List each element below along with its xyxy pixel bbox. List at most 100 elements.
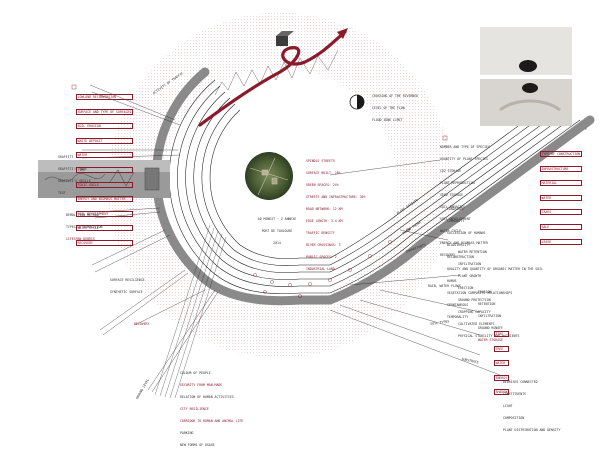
list-item: PARKING: [180, 431, 194, 435]
list-item: BIODIVERSITY: [447, 243, 471, 247]
note-item: PUBLIC SPACES: 2: [306, 255, 337, 259]
list-right-upper: NUMBER AND TYPE OF SPECIES QUANTITY OF P…: [440, 137, 490, 261]
list-item: COMPOSITION: [503, 416, 525, 420]
list-item: HUMUS: [447, 279, 457, 283]
note-item: RIVER CROSSINGS: 3: [306, 243, 341, 247]
list-right-far: TYPE OF CONSTRUCTION INFRASTRUCTURE MATE…: [540, 143, 582, 249]
list-item: INFRASTRUCTURE: [540, 165, 582, 172]
skyline-scribble: [214, 49, 339, 96]
graffiti-photo-marks: [44, 167, 160, 191]
list-item: WASTE DEPOSIT: [76, 137, 133, 144]
list-item: INFILTRATION: [458, 262, 482, 266]
rock-photo-2-rock: [522, 83, 538, 93]
list-item: RETENTION: [478, 302, 496, 306]
list-bottom-left: COLOUR OF PEOPLE SECURITY FROM MAN-MADE …: [180, 363, 243, 451]
building-cube: [276, 36, 288, 46]
list-item: GRAFFITI'S SKILLS: [58, 179, 91, 183]
list-item: SUCCESSION OF HUMANS: [447, 231, 486, 235]
list-item: GROUND RUNOFF: [478, 326, 503, 330]
rock-photo-1-rock: [519, 60, 537, 72]
note-item: TRAFFIC DENSITY: [306, 231, 335, 235]
list-item: SOIL EROSION: [76, 123, 133, 130]
list-item: NUMBER AND TYPE OF SPECIES: [440, 145, 490, 149]
list-item: COLOUR OF PEOPLE: [180, 371, 211, 375]
list-item: SURFACE AND TYPE OF SURFACES: [76, 108, 133, 115]
list-item: TAXES: [540, 209, 582, 216]
grey-arrow-head: [578, 116, 592, 130]
list-item: COMMUNITY: [447, 219, 465, 223]
list-item: CITY RESILIENCE: [180, 407, 209, 411]
list-item: TEMPORALITY: [447, 315, 469, 319]
center-notes: SPINDLE STREETS SURFACE BUILT: 28% GREEN…: [306, 151, 366, 275]
list-item: LANDSCAPE: [447, 207, 465, 211]
list-item: WATER: [494, 360, 509, 367]
center-title: AD MINEXT · Z ANNEXE PORT DE TOULOUSE 20…: [250, 209, 304, 249]
note-item: EDGE LENGTH: 3.4 KM: [306, 219, 343, 223]
list-item: LIGHT: [503, 404, 513, 408]
red-arrow-head: [337, 28, 348, 39]
list-left-mid: DEMOLITION METHOD TYPES OF DEMOLITION LI…: [66, 205, 102, 245]
converging-lines: [154, 224, 227, 399]
list-item: PLANT GROWTH: [458, 274, 482, 278]
list-item: GROUND PROTECTION: [458, 298, 491, 302]
list-item: LOWLAND RECONVERSION: [76, 94, 133, 100]
aerial-photo: [245, 152, 293, 200]
list-small-red: FIRE TREE WATER ENERGY SHADOW: [494, 323, 509, 400]
list-item: ENERGY: [494, 374, 509, 381]
list-item: TYPES OF DEMOLITION: [66, 225, 103, 229]
list-item: WATER RETENTION: [458, 250, 487, 254]
list-item: TREE: [494, 345, 509, 352]
list-item: SHADOW: [494, 389, 509, 396]
list-item: WATER: [76, 152, 133, 159]
list-item: INFILTRATION: [478, 314, 502, 318]
list-item: CROPPING CAPACITY: [458, 310, 491, 314]
list-item: RECOVERY: [76, 239, 133, 246]
list-item: GRAFFITI'S TAGS: [58, 167, 87, 171]
road-markers: [253, 228, 410, 298]
leader-lines: [81, 84, 501, 393]
note-item: INDUSTRIAL LAND: [306, 267, 335, 271]
list-item: WATER STORAGE: [478, 338, 503, 342]
list-item: TEXT: [58, 191, 66, 195]
diagram-canvas: [38, 12, 595, 399]
graffiti-photo-shade: [38, 160, 170, 172]
list-item: LIFESPAN DEBRIS: [66, 237, 95, 241]
list-right-mid: LANDSCAPE COMMUNITY SUCCESSION OF HUMANS…: [447, 199, 543, 323]
rock-photo-2-hand: [499, 99, 561, 112]
list-item: SOIL DEVELOPMENT: [440, 217, 471, 221]
list-item: DEMOLITION METHOD: [66, 213, 99, 217]
notes-top-right: CROSSING OF THE RIVERBED LEVEL OF THE FL…: [372, 86, 418, 126]
list-item: SECURITY FROM MAN-MADE: [180, 383, 223, 387]
list-item: SYNTHETIC SURFACE: [110, 290, 143, 294]
list-item: ENERGY AND BIOMASS MATTER: [76, 196, 133, 203]
note-item: ROAD NETWORK: 12 KM: [306, 207, 343, 211]
list-left-photo: GRAFFITI GRAFFITI'S TAGS GRAFFITI'S SKIL…: [58, 147, 91, 199]
list-item: FIRE: [494, 331, 509, 337]
list-item: WATER CYCLE: [440, 229, 462, 233]
list-item: QUALITY AND QUANTITY OF ORGANIC MATTER I…: [447, 267, 543, 271]
note-item: SURFACE BUILT: 28%: [306, 171, 341, 175]
list-item: CO2 STORAGE: [440, 169, 462, 173]
label-rain: RAIN, WATER FLOWS: [428, 284, 461, 288]
list-right-lower: WATER RETENTION INFILTRATION PLANT GROWT…: [458, 242, 519, 342]
list-item: SPONTANEOUS: [447, 303, 469, 307]
list-item: SOIL ENERGIES: [440, 205, 465, 209]
note-item: LEVEL OF THE FLOW: [372, 106, 405, 110]
list-item: PLANT DISTRIBUTION AND DENSITY: [503, 428, 561, 432]
list-item: SEED STORAGE: [440, 193, 464, 197]
list-item: ERECTION: [458, 286, 474, 290]
list-item: RECOVERY: [440, 253, 456, 257]
list-item: SOIL DEVELOPMENT: [76, 210, 133, 217]
list-item: TOXIC SOILS: [76, 181, 133, 188]
list-item: CONSTITUENTS: [503, 392, 527, 396]
list-item: SALE: [540, 223, 582, 230]
list-left-low: SURFACE RESILIENCE SYNTHETIC SURFACE: [110, 270, 145, 298]
label-left-small: RECOVERY: [134, 322, 150, 326]
note-item: FLOOD ZONE LIMIT: [372, 118, 403, 122]
list-item: TYPE OF CONSTRUCTION: [540, 151, 582, 157]
list-item: ENERGY AND BIOMASS MATTER: [440, 241, 488, 245]
list-item: RECONSTRUCTION: [447, 255, 474, 259]
note-item: CROSSING OF THE RIVERBED: [372, 94, 419, 98]
note-item: STREETS AND INFRASTRUCTURE: 30%: [306, 195, 366, 199]
center-title-line3: 2014: [273, 241, 281, 245]
